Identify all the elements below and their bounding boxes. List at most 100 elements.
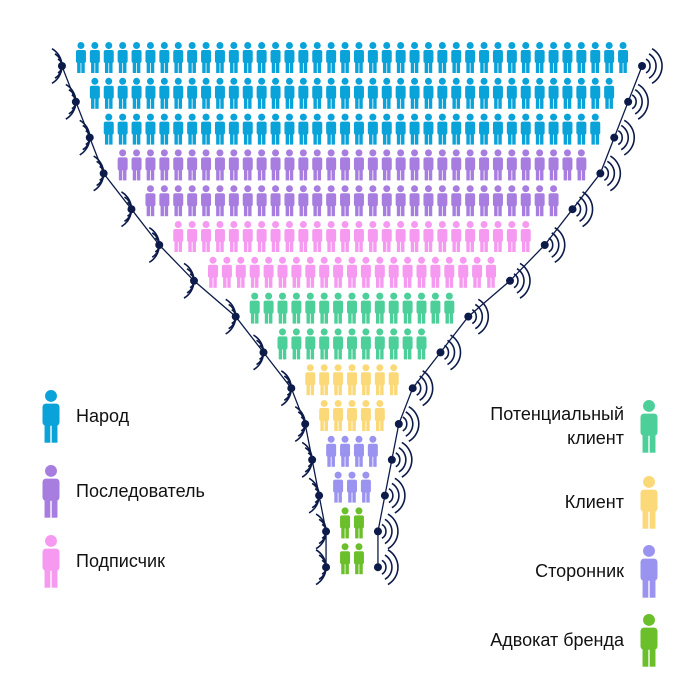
- person-icon: [423, 42, 434, 73]
- funnel-node-dot: [624, 97, 633, 106]
- person-icon: [395, 185, 406, 217]
- person-icon: [103, 77, 114, 109]
- person-icon: [451, 113, 462, 145]
- wave-icon: [402, 405, 420, 443]
- funnel-node-dot: [387, 455, 396, 464]
- person-icon: [131, 113, 142, 145]
- person-icon: [42, 535, 60, 588]
- person-icon: [333, 471, 344, 503]
- person-icon: [333, 364, 344, 396]
- person-icon: [326, 435, 337, 467]
- person-icon: [562, 42, 573, 73]
- person-icon: [270, 113, 281, 145]
- person-icon: [201, 185, 212, 217]
- person-icon: [479, 42, 490, 73]
- person-icon: [75, 42, 86, 73]
- funnel-row-people: [75, 42, 629, 73]
- person-icon: [256, 149, 267, 181]
- person-icon: [604, 42, 615, 73]
- person-icon: [520, 221, 531, 252]
- person-icon: [131, 42, 142, 73]
- legend-label-line2: клиент: [567, 428, 624, 448]
- wave-icon: [513, 262, 531, 299]
- person-icon: [312, 149, 323, 181]
- funnel-node-dot: [408, 384, 417, 393]
- person-icon: [347, 364, 357, 396]
- person-icon: [353, 185, 364, 217]
- funnel-node-dot: [596, 169, 605, 178]
- person-icon: [298, 221, 309, 252]
- person-icon: [270, 221, 281, 252]
- wave-icon: [381, 513, 399, 550]
- person-icon: [145, 149, 156, 181]
- person-icon: [305, 256, 316, 288]
- person-icon: [562, 77, 573, 109]
- person-icon: [388, 256, 399, 288]
- funnel-node-dot: [638, 62, 647, 70]
- person-icon: [103, 113, 114, 145]
- wave-icon: [471, 298, 490, 335]
- person-icon: [486, 256, 496, 288]
- person-icon: [326, 113, 337, 145]
- person-icon: [347, 328, 357, 360]
- funnel-node-dot: [85, 133, 94, 142]
- funnel-node-dot: [394, 420, 403, 428]
- person-icon: [312, 221, 323, 252]
- person-icon: [423, 77, 434, 109]
- person-icon: [249, 292, 260, 324]
- person-icon: [340, 221, 351, 252]
- wave-icon: [416, 370, 434, 407]
- person-icon: [506, 113, 517, 145]
- person-icon: [89, 42, 100, 73]
- person-icon: [353, 221, 364, 252]
- person-icon: [159, 77, 170, 109]
- funnel-node-dot: [287, 384, 296, 393]
- person-icon: [242, 42, 253, 73]
- person-icon: [277, 292, 288, 324]
- person-icon: [298, 77, 309, 109]
- person-icon: [173, 221, 184, 252]
- person-icon: [423, 221, 434, 252]
- person-icon: [187, 185, 198, 217]
- person-icon: [409, 185, 420, 217]
- person-icon: [249, 256, 260, 288]
- funnel-row-client: [305, 364, 399, 396]
- person-icon: [214, 113, 225, 145]
- person-icon: [381, 149, 392, 181]
- person-icon: [520, 42, 531, 73]
- wave-icon: [395, 441, 413, 478]
- person-icon: [145, 77, 156, 109]
- person-icon: [270, 42, 281, 73]
- person-icon: [590, 113, 601, 145]
- person-icon: [270, 149, 281, 181]
- person-icon: [347, 256, 357, 288]
- person-icon: [340, 185, 351, 217]
- person-icon: [214, 42, 225, 73]
- legend-label: Подписчик: [76, 551, 165, 571]
- person-icon: [284, 221, 295, 252]
- person-icon: [437, 113, 448, 145]
- person-icon: [353, 149, 364, 181]
- person-icon: [381, 113, 392, 145]
- person-icon: [221, 256, 232, 288]
- legend-label: Сторонник: [535, 561, 624, 581]
- person-icon: [395, 221, 406, 252]
- person-icon: [117, 149, 128, 181]
- person-icon: [173, 113, 184, 145]
- person-icon: [388, 364, 399, 396]
- person-icon: [472, 256, 483, 288]
- person-icon: [284, 42, 295, 73]
- person-icon: [42, 390, 60, 443]
- person-icon: [640, 614, 658, 667]
- wave-icon: [548, 226, 566, 264]
- legend-people: Народ: [40, 388, 129, 444]
- funnel-node-dot: [301, 420, 310, 428]
- person-icon: [353, 113, 364, 145]
- person-icon: [381, 42, 392, 73]
- legend-label-line1: Потенциальный: [490, 404, 624, 424]
- person-icon: [326, 77, 337, 109]
- person-icon: [367, 435, 378, 467]
- wave-icon: [444, 334, 462, 371]
- funnel-row-prospect: [249, 292, 455, 324]
